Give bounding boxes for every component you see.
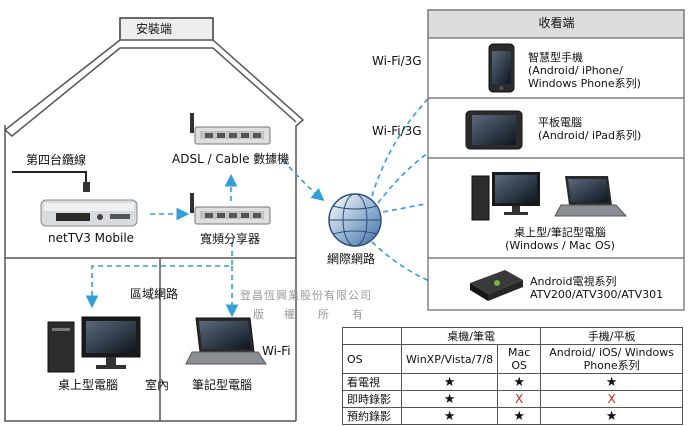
link-internet-atv — [371, 241, 459, 294]
watermark-char-1: 版 — [253, 308, 265, 321]
viewer-panel-title: 收看端 — [538, 16, 575, 30]
feature-cell: 看電視 — [342, 373, 402, 391]
fourth-box-cable-label: 第四台纜線 — [26, 153, 87, 167]
tablet-line-2: (Android/ iPad系列) — [538, 129, 642, 142]
internet-label: 網際網路 — [327, 252, 376, 266]
mobile-support-cell: X — [540, 390, 683, 408]
table-row: 看電視 ★ ★ ★ — [342, 373, 683, 391]
os-windows-cell: WinXP/Vista/7/8 — [400, 344, 499, 374]
os-label-cell: OS — [342, 344, 402, 374]
viewer-panel — [427, 9, 685, 311]
smartphone-line-2: (Android/ iPhone/ — [528, 64, 623, 77]
computers-line-1: 桌上型/筆記型電腦 — [514, 226, 606, 239]
internet-globe-icon — [328, 193, 382, 247]
house-walls — [4, 17, 305, 422]
tablet-text: 平板電腦 (Android/ iPad系列) — [538, 116, 641, 142]
watermark-char-3: 所 — [318, 308, 330, 321]
atv-line-2: ATV200/ATV300/ATV301 — [530, 288, 664, 301]
table-header-row: 桌機/筆電 手機/平板 — [342, 327, 683, 345]
wifi3g-label-tablet: Wi-Fi/3G — [372, 124, 422, 138]
router-label: 寬頻分享器 — [200, 232, 261, 246]
wifi3g-label-phone: Wi-Fi/3G — [372, 54, 422, 68]
link-modem-internet — [282, 159, 325, 202]
atv-line-1: Android電視系列 — [530, 275, 617, 288]
desktop-pc-icon — [47, 316, 141, 373]
laptop-icon — [185, 317, 267, 365]
win-support-cell: ★ — [400, 407, 499, 425]
atv-text: Android電視系列 ATV200/ATV300/ATV301 — [530, 275, 663, 301]
table-row: 即時錄影 ★ X X — [342, 390, 683, 408]
os-mobile-cell: Android/ iOS/ Windows Phone系列 — [540, 344, 683, 374]
indoor-label: 室內 — [145, 378, 170, 392]
feature-cell: 即時錄影 — [342, 390, 402, 408]
computers-text: 桌上型/筆記型電腦 (Windows / Mac OS) — [490, 226, 630, 252]
win-support-cell: ★ — [400, 390, 499, 408]
link-internet-tablet — [377, 133, 461, 204]
coax-cable — [12, 171, 87, 184]
roof-label: 安裝端 — [136, 22, 173, 36]
header-desktop-laptop: 桌機/筆電 — [400, 327, 542, 345]
coax-connector — [83, 182, 90, 192]
tablet-icon — [465, 110, 523, 150]
nettv3-device-icon — [40, 199, 138, 227]
table-row: 預約錄影 ★ ★ ★ — [342, 407, 683, 425]
modem-icon — [190, 113, 271, 145]
lan-label: 區域網路 — [130, 287, 179, 301]
header-empty-cell — [342, 327, 402, 345]
watermark-char-4: 有 — [352, 308, 364, 321]
computers-icon — [471, 172, 628, 221]
nettv-label: netTV3 Mobile — [48, 231, 135, 245]
android-tv-box-icon — [470, 270, 523, 301]
smartphone-text: 智慧型手機 (Android/ iPhone/ Windows Phone系列) — [528, 51, 641, 90]
smartphone-icon — [488, 43, 515, 93]
comparison-table: 桌機/筆電 手機/平板 OS WinXP/Vista/7/8 Mac OS An… — [342, 327, 683, 425]
link-router-desktop — [85, 242, 233, 309]
smartphone-line-1: 智慧型手機 — [528, 51, 583, 64]
os-mac-cell: Mac OS — [497, 344, 542, 374]
mac-support-cell: ★ — [497, 407, 542, 425]
watermark-company: 登昌恆興業股份有限公司 — [240, 289, 372, 302]
mac-support-cell: X — [497, 390, 542, 408]
watermark-char-2: 權 — [284, 308, 296, 321]
tablet-line-1: 平板電腦 — [538, 116, 582, 129]
header-mobile-tablet: 手機/平板 — [540, 327, 683, 345]
modem-label: ADSL / Cable 數據機 — [172, 152, 290, 166]
computers-line-2: (Windows / Mac OS) — [505, 239, 615, 252]
smartphone-line-3: Windows Phone系列) — [528, 77, 641, 90]
mobile-support-cell: ★ — [540, 373, 683, 391]
mobile-support-cell: ★ — [540, 407, 683, 425]
table-os-row: OS WinXP/Vista/7/8 Mac OS Android/ iOS/ … — [342, 344, 683, 374]
laptop-label: 筆記型電腦 — [192, 378, 253, 392]
router-icon — [190, 193, 271, 225]
mac-support-cell: ★ — [497, 373, 542, 391]
wifi-label: Wi-Fi — [262, 344, 291, 358]
desktop-label: 桌上型電腦 — [58, 378, 119, 392]
feature-cell: 預約錄影 — [342, 407, 402, 425]
win-support-cell: ★ — [400, 373, 499, 391]
